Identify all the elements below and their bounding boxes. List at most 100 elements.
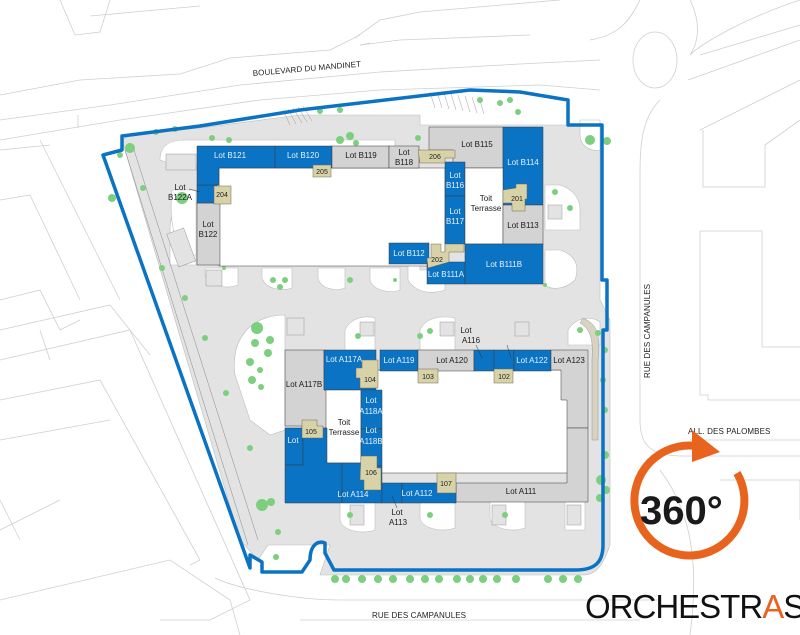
svg-text:105: 105 [305,429,317,436]
svg-text:Lot B121: Lot B121 [214,151,247,160]
lot-a121b[interactable] [493,349,515,372]
svg-text:Lot B115: Lot B115 [461,140,493,149]
svg-text:Lot: Lot [398,148,410,157]
svg-text:Lot: Lot [174,183,186,192]
svg-text:Lot: Lot [449,207,461,216]
svg-text:A113: A113 [389,518,408,527]
stair-107[interactable]: 107 [436,472,457,494]
stair-205[interactable]: 205 [312,164,332,178]
svg-text:Terrasse: Terrasse [471,204,502,213]
svg-text:103: 103 [422,374,434,381]
stair-104[interactable]: 104 [355,359,379,389]
lot-b120[interactable]: Lot B120 [274,145,333,169]
svg-text:201: 201 [511,196,523,203]
svg-text:Terrasse: Terrasse [329,428,360,437]
roof-terrace-a: Toit Terrasse [325,389,362,464]
svg-text:Lot: Lot [365,396,377,405]
svg-text:104: 104 [364,377,376,384]
svg-text:Lot B113: Lot B113 [507,221,539,230]
lot-b122a-label: Lot B122A [168,183,201,202]
stair-204[interactable]: 204 [213,185,232,205]
brand-text-end: S [783,588,800,625]
stair-202[interactable]: 202 [426,243,465,269]
svg-text:A118A: A118A [359,407,383,416]
svg-text:Lot: Lot [460,326,472,335]
orchestras-logo: ORCHESTRAS [585,588,800,626]
svg-text:Lot A114: Lot A114 [338,490,370,499]
lot-b112[interactable]: Lot B112 [388,242,430,265]
lot-a120[interactable]: Lot A120 [417,349,475,372]
lot-a122[interactable]: Lot A122 [513,349,552,372]
lot-a116[interactable]: Lot [284,427,304,466]
street-label-rue-des-campanules-east: RUE DES CAMPANULES [643,284,652,378]
brand-accent-letter: A [762,588,784,625]
lot-b113[interactable]: Lot B113 [502,204,544,245]
svg-text:Lot: Lot [365,426,377,435]
svg-text:Lot A117A: Lot A117A [326,355,363,364]
svg-text:Lot B120: Lot B120 [287,151,320,160]
brand-text: ORCHESTR [585,588,763,625]
lot-a118a[interactable]: Lot A118A [359,389,383,430]
lot-a123[interactable]: Lot A123 [550,349,589,429]
trees [108,97,611,583]
stair-106[interactable]: 106 [359,455,382,491]
svg-text:360°: 360° [640,489,723,533]
svg-text:Lot A119: Lot A119 [384,356,416,365]
lot-a115[interactable] [284,427,343,504]
site-boundary [101,88,609,574]
svg-text:Lot A112: Lot A112 [402,489,434,498]
lot-a121b-label [506,344,512,359]
stair-105[interactable]: 105 [301,419,324,439]
lot-a117b[interactable]: Lot A117B [284,349,328,429]
svg-text:Lot: Lot [449,171,461,180]
svg-text:A116: A116 [462,336,481,345]
lot-b119[interactable]: Lot B119 [331,145,390,169]
svg-text:102: 102 [498,374,510,381]
lot-b118[interactable]: Lot B118 [388,145,420,169]
svg-text:Lot B111A: Lot B111A [428,270,465,279]
svg-text:206: 206 [429,154,441,161]
svg-text:B122A: B122A [168,193,193,202]
stair-102[interactable]: 102 [493,368,514,384]
svg-text:Lot: Lot [287,436,299,445]
svg-text:106: 106 [365,470,377,477]
svg-text:Toit: Toit [338,418,351,427]
stair-206[interactable]: 206 [417,149,456,164]
lot-b122[interactable]: Lot B122 [196,202,221,266]
lot-b116[interactable]: Lot B116 [444,161,466,197]
lot-b111b[interactable]: Lot B111B [464,243,544,285]
svg-text:Lot B112: Lot B112 [393,249,425,258]
svg-text:B116: B116 [446,181,465,190]
svg-text:Lot A120: Lot A120 [436,356,468,365]
stair-103[interactable]: 103 [417,368,439,384]
lot-b117[interactable]: Lot B117 [444,195,466,245]
lot-a119[interactable]: Lot A119 [379,349,419,372]
svg-text:Lot: Lot [391,508,403,517]
svg-text:Lot B119: Lot B119 [345,151,377,160]
rotate-360-icon [630,430,749,560]
svg-text:205: 205 [316,169,328,176]
stair-201[interactable]: 201 [502,183,528,212]
street-label-rue-des-campanules-south: RUE DES CAMPANULES [372,611,466,620]
lot-a121a[interactable] [473,349,495,372]
lot-a113-label: Lot A113 [389,495,408,527]
svg-text:202: 202 [431,257,443,264]
svg-text:Lot A122: Lot A122 [516,356,548,365]
lot-a121a-label: Lot A116 [460,326,483,359]
building-b: Lot B122 Lot B121 Lot B120 Lot B119 Lot … [168,126,544,285]
svg-text:Lot A123: Lot A123 [553,356,585,365]
svg-text:B122: B122 [199,230,218,239]
view-360-button[interactable]: 360° [630,430,749,560]
street-label-all-des-palombes: ALL. DES PALOMBES [688,427,770,436]
svg-text:Lot A117B: Lot A117B [286,380,322,389]
svg-text:B118: B118 [395,158,414,167]
svg-text:Lot: Lot [202,220,214,229]
svg-text:Lot B111B: Lot B111B [486,260,522,269]
roof-terrace-b: Toit Terrasse [464,167,504,245]
svg-text:Toit: Toit [480,194,493,203]
lot-a113[interactable] [381,482,403,504]
svg-text:A118B: A118B [359,437,382,446]
svg-text:Lot B114: Lot B114 [507,158,539,167]
